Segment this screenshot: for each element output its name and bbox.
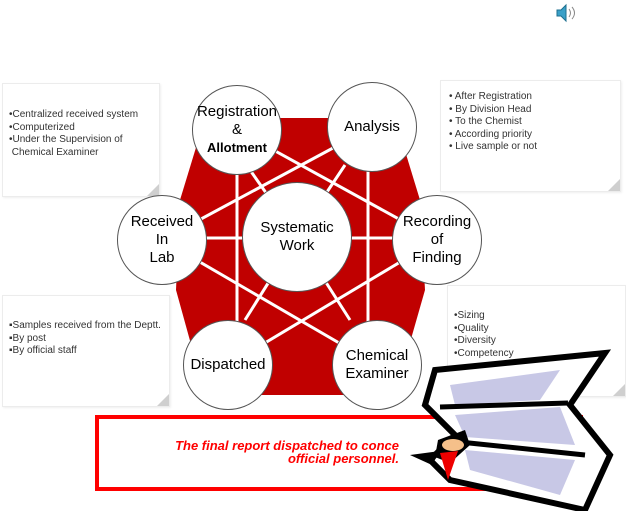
note-line: •Computerized [9,121,75,133]
node-label: Finding [412,249,462,266]
note-samples: ▪Samples received from the Deptt. ▪By po… [2,295,170,407]
node-label: Chemical [345,347,409,364]
page-fold [157,394,169,406]
node-analysis: Analysis [327,82,417,172]
document-clipart-icon [410,349,614,511]
node-recording: Recording of Finding [392,195,482,285]
node-label: Registration [196,103,278,120]
node-label: of [430,231,444,248]
note-line: •Centralized received system [9,109,139,120]
note-line: ▪By post [9,332,46,344]
node-registration: Registration & Allotment [192,85,282,175]
speaker-icon[interactable] [555,3,579,23]
page-fold [613,384,625,396]
node-label: Recording [402,213,472,230]
node-dispatched: Dispatched [183,320,273,410]
note-received: •Centralized received system •Computeriz… [2,83,160,197]
node-label: Examiner [345,365,409,382]
note-line: ▪By official staff [9,345,77,356]
note-analysis: • After Registration • By Division Head … [440,80,621,192]
note-line: •Under the Supervision of [9,134,123,145]
final-report-text: The final report dispatched to conce off… [119,439,399,465]
node-systematic-work: Systematic Work [242,182,352,292]
node-label: In [155,231,169,248]
node-label: Work [279,237,315,254]
note-line: • To the Chemist [449,116,522,127]
node-label: Allotment [207,140,267,155]
node-chemical-examiner: Chemical Examiner [332,320,422,410]
report-line: official personnel. [287,451,399,466]
note-line: • According priority [449,128,532,140]
page-fold [608,179,620,191]
note-line: •Competency [454,347,514,359]
note-line: Chemical Examiner [9,146,99,158]
report-line: The final report dispatched to conce [175,438,399,453]
node-label: Received [130,213,194,230]
note-line: • After Registration [449,91,532,102]
note-line: • By Division Head [449,103,532,115]
note-line: •Quality [454,322,489,334]
node-label: Dispatched [190,356,266,373]
page-fold [147,184,159,196]
node-label: Analysis [344,118,400,135]
note-line: •Sizing [454,310,485,321]
node-received: Received In Lab [117,195,207,285]
note-line: ▪Samples received from the Deptt. [9,320,161,331]
note-line: •Diversity [454,335,496,346]
node-label: Lab [149,249,175,266]
note-line: • Live sample or not [449,141,537,152]
node-label: Systematic [260,219,334,236]
node-label: & [231,121,242,138]
